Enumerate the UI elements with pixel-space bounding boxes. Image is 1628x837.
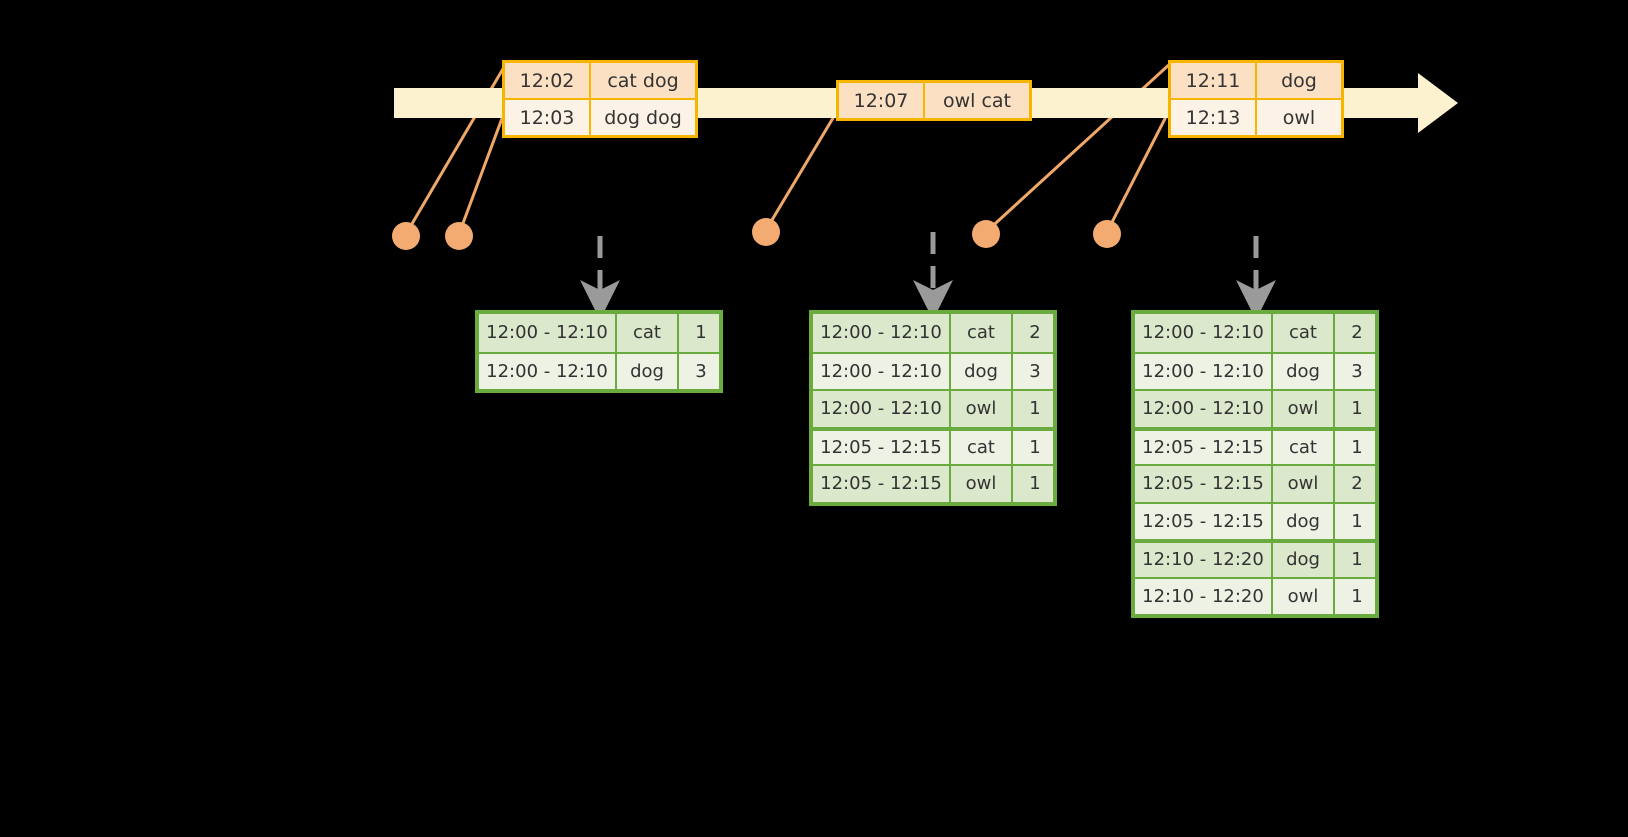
word-cell: dog: [617, 353, 679, 389]
word-cell: owl: [1273, 466, 1335, 502]
word-cell: cat: [951, 314, 1013, 352]
window-cell: 12:05 - 12:15: [813, 466, 951, 502]
window-cell: 12:10 - 12:20: [1135, 578, 1273, 614]
word-cell: owl: [951, 391, 1013, 427]
event-words: owl: [1282, 106, 1316, 129]
word-cell: dog: [1273, 543, 1335, 577]
count-cell: 1: [1351, 398, 1363, 420]
event-box[interactable]: 12:02 cat dog 12:03 dog dog: [502, 60, 698, 138]
event-row: 12:11 dog: [1171, 63, 1341, 98]
event-box[interactable]: 12:11 dog 12:13 owl: [1168, 60, 1344, 138]
count-cell: 3: [1351, 360, 1363, 382]
count-cell: 2: [1351, 473, 1363, 495]
count-cell: 1: [1029, 398, 1041, 420]
window-cell: 12:05 - 12:15: [1135, 466, 1273, 502]
count-cell: 1: [1351, 549, 1363, 571]
window-cell: 12:00 - 12:10: [813, 314, 951, 352]
event-words: dog: [1281, 69, 1317, 92]
word-cell: owl: [1273, 578, 1335, 614]
event-timestamp: 12:13: [1171, 100, 1257, 135]
word-cell: cat: [617, 314, 679, 352]
window-cell: 12:05 - 12:15: [1135, 503, 1273, 539]
count-cell: 3: [1029, 360, 1041, 382]
window-cell: 12:00 - 12:10: [479, 353, 617, 389]
event-box[interactable]: 12:07 owl cat: [836, 80, 1032, 121]
count-cell: 2: [1029, 322, 1041, 344]
word-cell: cat: [951, 430, 1013, 464]
window-cell: 12:00 - 12:10: [813, 391, 951, 427]
connector-line-3: [764, 102, 844, 231]
window-cell: 12:10 - 12:20: [1135, 543, 1273, 577]
word-cell: owl: [1273, 391, 1335, 427]
count-cell: 1: [1351, 510, 1363, 532]
event-words: dog dog: [604, 106, 682, 129]
trigger-dot-5: [1093, 220, 1121, 248]
count-cell: 1: [695, 322, 707, 344]
event-words: owl cat: [942, 89, 1012, 112]
word-cell: dog: [1273, 353, 1335, 389]
event-row: 12:07 owl cat: [839, 83, 1029, 118]
count-cell: 1: [1351, 436, 1363, 458]
window-cell: 12:00 - 12:10: [1135, 391, 1273, 427]
event-timestamp: 12:02: [505, 63, 591, 98]
trigger-dot-3: [752, 218, 780, 246]
event-timestamp: 12:03: [505, 100, 591, 135]
trigger-dot-1: [392, 222, 420, 250]
event-row: 12:03 dog dog: [505, 98, 695, 135]
event-row: 12:13 owl: [1171, 98, 1341, 135]
count-cell: 1: [1029, 436, 1041, 458]
connector-line-2: [457, 104, 509, 235]
event-row: 12:02 cat dog: [505, 63, 695, 98]
window-cell: 12:00 - 12:10: [479, 314, 617, 352]
trigger-dot-4: [972, 220, 1000, 248]
word-cell: owl: [951, 466, 1013, 502]
connector-line-5: [1105, 104, 1174, 233]
count-cell: 1: [1351, 585, 1363, 607]
window-cell: 12:00 - 12:10: [813, 353, 951, 389]
word-cell: dog: [1273, 503, 1335, 539]
window-cell: 12:05 - 12:15: [1135, 430, 1273, 464]
event-words: cat dog: [607, 69, 679, 92]
event-timestamp: 12:11: [1171, 63, 1257, 98]
count-cell: 2: [1351, 322, 1363, 344]
word-cell: cat: [1273, 314, 1335, 352]
trigger-dot-2: [445, 222, 473, 250]
event-timestamp: 12:07: [839, 83, 925, 118]
count-cell: 3: [695, 360, 707, 382]
window-cell: 12:00 - 12:10: [1135, 314, 1273, 352]
count-cell: 1: [1029, 473, 1041, 495]
timeline-arrowhead: [1418, 73, 1458, 133]
word-cell: dog: [951, 353, 1013, 389]
window-cell: 12:05 - 12:15: [813, 430, 951, 464]
window-cell: 12:00 - 12:10: [1135, 353, 1273, 389]
word-cell: cat: [1273, 430, 1335, 464]
